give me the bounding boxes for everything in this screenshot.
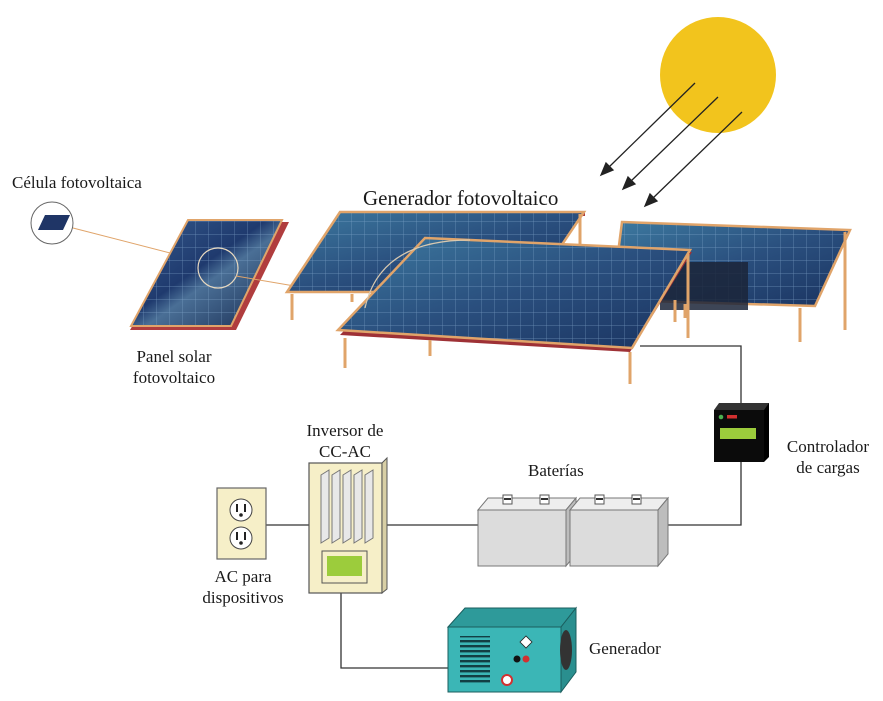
label-ac-devices-line1: AC para <box>214 567 272 586</box>
label-ac-devices: AC para dispositivos <box>188 566 298 609</box>
label-inverter: Inversor de CC-AC <box>291 420 399 463</box>
label-ac-devices-line2: dispositivos <box>202 588 284 608</box>
generator <box>446 606 578 694</box>
wiring <box>266 345 742 669</box>
sun <box>660 17 776 133</box>
solar-panel-single <box>129 219 319 330</box>
label-batteries: Baterías <box>528 461 584 480</box>
inverter-display <box>327 556 362 576</box>
solar-array-panel-front <box>335 236 693 384</box>
inverter <box>308 456 388 595</box>
label-charge-controller-line2: de cargas <box>796 458 860 478</box>
label-generator: Generador <box>589 639 661 658</box>
controller-display <box>720 428 756 439</box>
label-solar-panel-line1: Panel solar <box>136 347 212 366</box>
pv-cell-callout <box>30 201 206 263</box>
ac-outlet <box>216 487 267 560</box>
charge-controller <box>714 403 769 462</box>
label-inverter-line1: Inversor de <box>306 421 384 440</box>
label-solar-panel: Panel solar fotovoltaico <box>120 346 228 389</box>
label-charge-controller-line1: Controlador <box>786 437 870 456</box>
battery-left <box>476 494 578 568</box>
label-charge-controller: Controlador de cargas <box>778 436 878 479</box>
sun-rays <box>599 82 743 208</box>
label-solar-panel-line2: fotovoltaico <box>132 368 216 388</box>
label-inverter-line2: CC-AC <box>319 442 371 462</box>
battery-right <box>568 494 670 568</box>
label-pv-generator-array: Generador fotovoltaico <box>363 186 559 210</box>
label-pv-cell: Célula fotovoltaica <box>12 173 142 192</box>
